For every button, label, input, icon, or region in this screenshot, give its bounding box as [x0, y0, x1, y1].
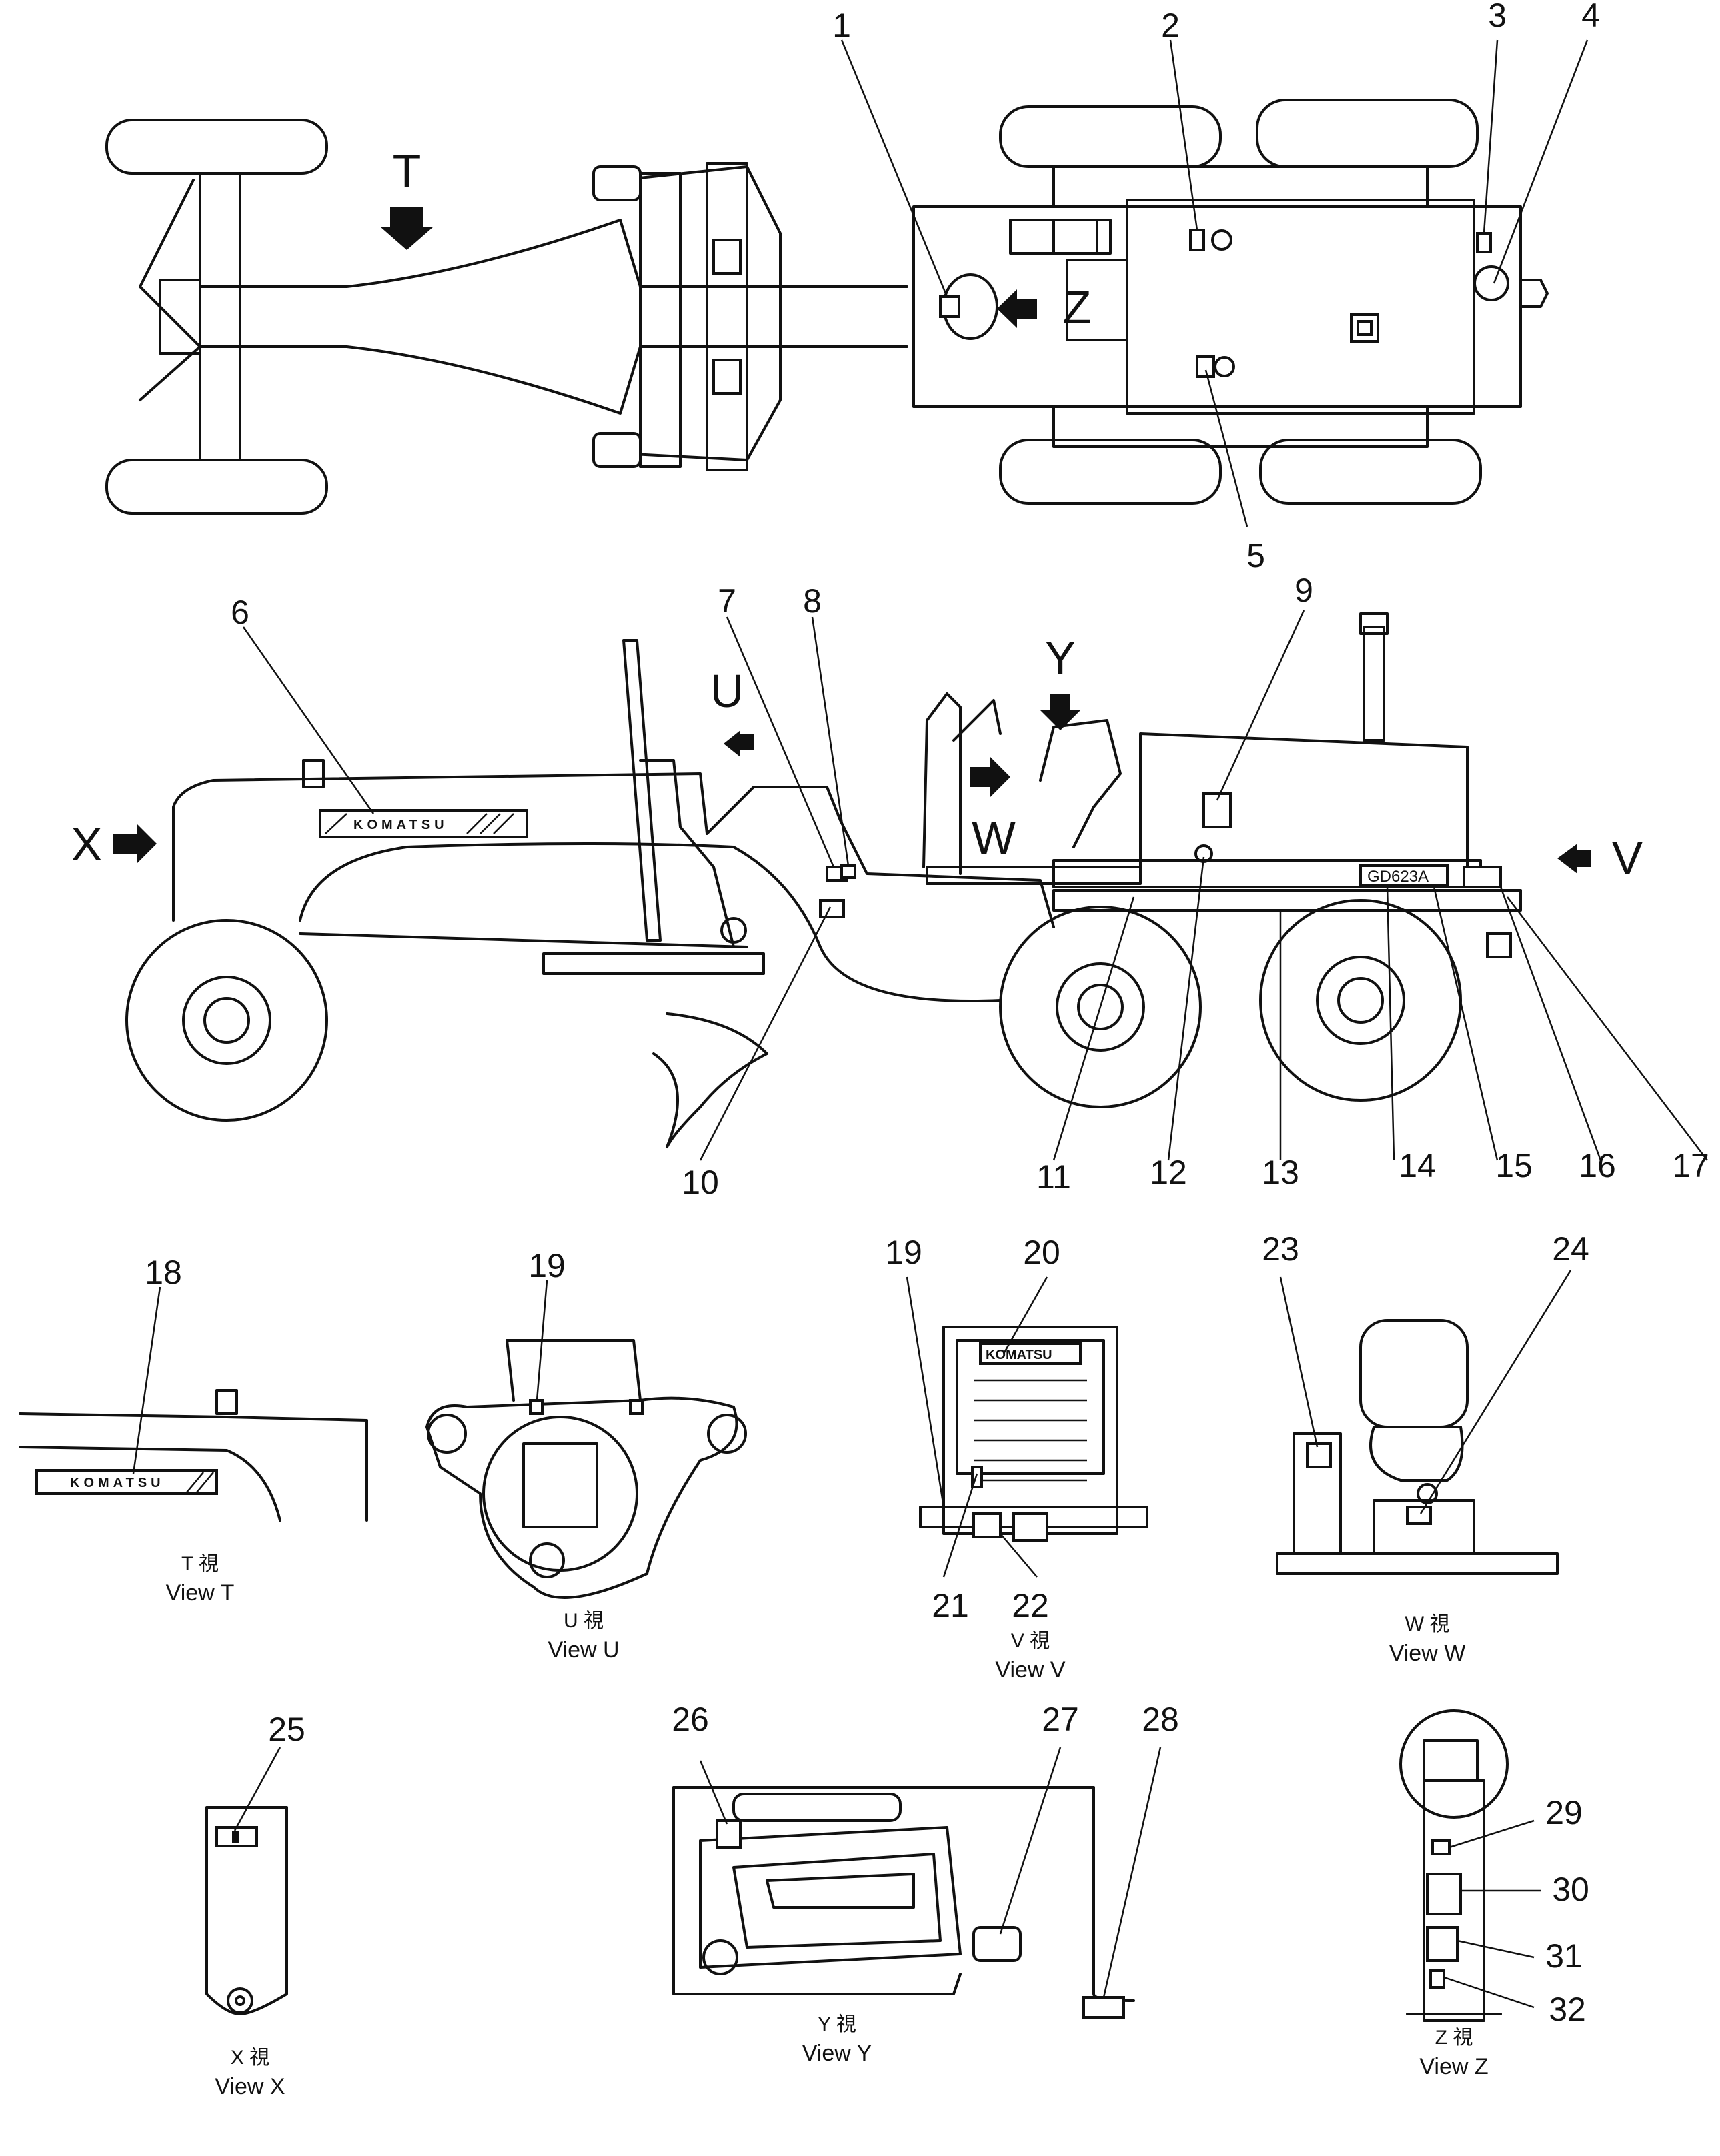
callout-15: 15: [1495, 1147, 1533, 1184]
view-arrow-u: U: [710, 665, 754, 757]
view-arrow-z: Z: [997, 281, 1091, 333]
callout-19b: 19: [885, 1234, 922, 1271]
caption-t-jp: T 視: [181, 1553, 219, 1575]
view-arrow-t: T: [380, 145, 434, 250]
callout-6: 6: [231, 594, 249, 631]
svg-text:Z: Z: [1063, 281, 1092, 333]
caption-v-en: View V: [995, 1657, 1066, 1683]
callout-22: 22: [1012, 1587, 1049, 1625]
caption-w-en: View W: [1389, 1641, 1466, 1666]
caption-z-en: View Z: [1419, 2054, 1488, 2079]
detail-view-t: KOMATSU: [19, 1389, 368, 1522]
callout-2: 2: [1161, 7, 1180, 44]
callout-19a: 19: [528, 1247, 566, 1284]
callout-13: 13: [1262, 1154, 1299, 1191]
callout-12: 12: [1150, 1154, 1187, 1191]
callout-26: 26: [672, 1701, 709, 1738]
view-arrow-y: Y: [1040, 632, 1080, 730]
view-arrow-v: V: [1557, 832, 1643, 884]
caption-z-jp: Z 視: [1435, 2027, 1473, 2049]
callout-28: 28: [1142, 1701, 1179, 1738]
caption-t-en: View T: [166, 1580, 235, 1606]
caption-x-jp: X 視: [231, 2047, 269, 2069]
callout-7: 7: [718, 582, 736, 620]
detail-view-x: [205, 1806, 288, 2015]
svg-text:KOMATSU: KOMATSU: [986, 1348, 1052, 1362]
callout-32: 32: [1549, 1991, 1586, 2028]
callout-24: 24: [1552, 1230, 1589, 1268]
caption-u-jp: U 視: [564, 1610, 604, 1632]
callout-30: 30: [1552, 1871, 1589, 1908]
callout-27: 27: [1042, 1701, 1079, 1738]
side-view-grader: KOMATSU GD623A: [71, 612, 1643, 1148]
callout-9: 9: [1295, 572, 1313, 609]
top-view-grader: T Z: [105, 99, 1549, 515]
callout-18: 18: [145, 1254, 182, 1291]
callout-10: 10: [682, 1164, 719, 1201]
view-arrow-w: W: [970, 757, 1016, 864]
caption-u-en: View U: [548, 1637, 619, 1663]
detail-view-y: [672, 1785, 1135, 2019]
view-captions: T 視 View T U 視 View U V 視 View V W 視 Vie…: [166, 1553, 1489, 2099]
decal-komatsu-side: KOMATSU: [319, 809, 528, 838]
callout-11: 11: [1036, 1158, 1071, 1196]
callout-numbers: 1 2 3 4 5 6 7 8 9 10 11 12 13 14 15 16 1…: [145, 0, 1709, 2028]
callout-17: 17: [1672, 1147, 1709, 1184]
svg-text:V: V: [1612, 832, 1643, 884]
svg-text:Y: Y: [1045, 632, 1076, 684]
callout-5: 5: [1246, 537, 1265, 574]
callout-29: 29: [1545, 1794, 1583, 1831]
caption-v-jp: V 視: [1011, 1630, 1050, 1652]
svg-text:GD623A: GD623A: [1367, 868, 1429, 886]
decal-model-gd623a: GD623A: [1359, 864, 1449, 887]
svg-text:W: W: [972, 812, 1016, 864]
detail-view-w: [1276, 1319, 1559, 1575]
callout-16: 16: [1579, 1147, 1616, 1184]
caption-w-jp: W 視: [1405, 1613, 1450, 1635]
callout-21: 21: [932, 1587, 969, 1625]
callout-8: 8: [803, 582, 822, 620]
svg-text:X: X: [71, 818, 103, 870]
callout-31: 31: [1545, 1937, 1583, 1975]
callout-4: 4: [1581, 0, 1600, 34]
caption-y-jp: Y 視: [818, 2013, 856, 2035]
callout-1: 1: [832, 7, 851, 44]
svg-text:U: U: [710, 665, 744, 717]
svg-text:T: T: [393, 145, 421, 197]
leader-lines: [132, 39, 1708, 2009]
svg-text:KOMATSU: KOMATSU: [70, 1476, 165, 1490]
svg-text:KOMATSU: KOMATSU: [353, 818, 448, 832]
callout-3: 3: [1488, 0, 1507, 34]
caption-x-en: View X: [215, 2074, 285, 2099]
caption-y-en: View Y: [802, 2041, 872, 2066]
callout-25: 25: [268, 1711, 305, 1748]
callout-14: 14: [1399, 1147, 1436, 1184]
detail-view-u: [425, 1339, 747, 1599]
detail-view-v: KOMATSU: [919, 1326, 1148, 1542]
view-arrow-x: X: [71, 818, 157, 870]
detail-view-z: [1399, 1709, 1509, 2022]
callout-20: 20: [1023, 1234, 1060, 1271]
callout-23: 23: [1262, 1230, 1299, 1268]
